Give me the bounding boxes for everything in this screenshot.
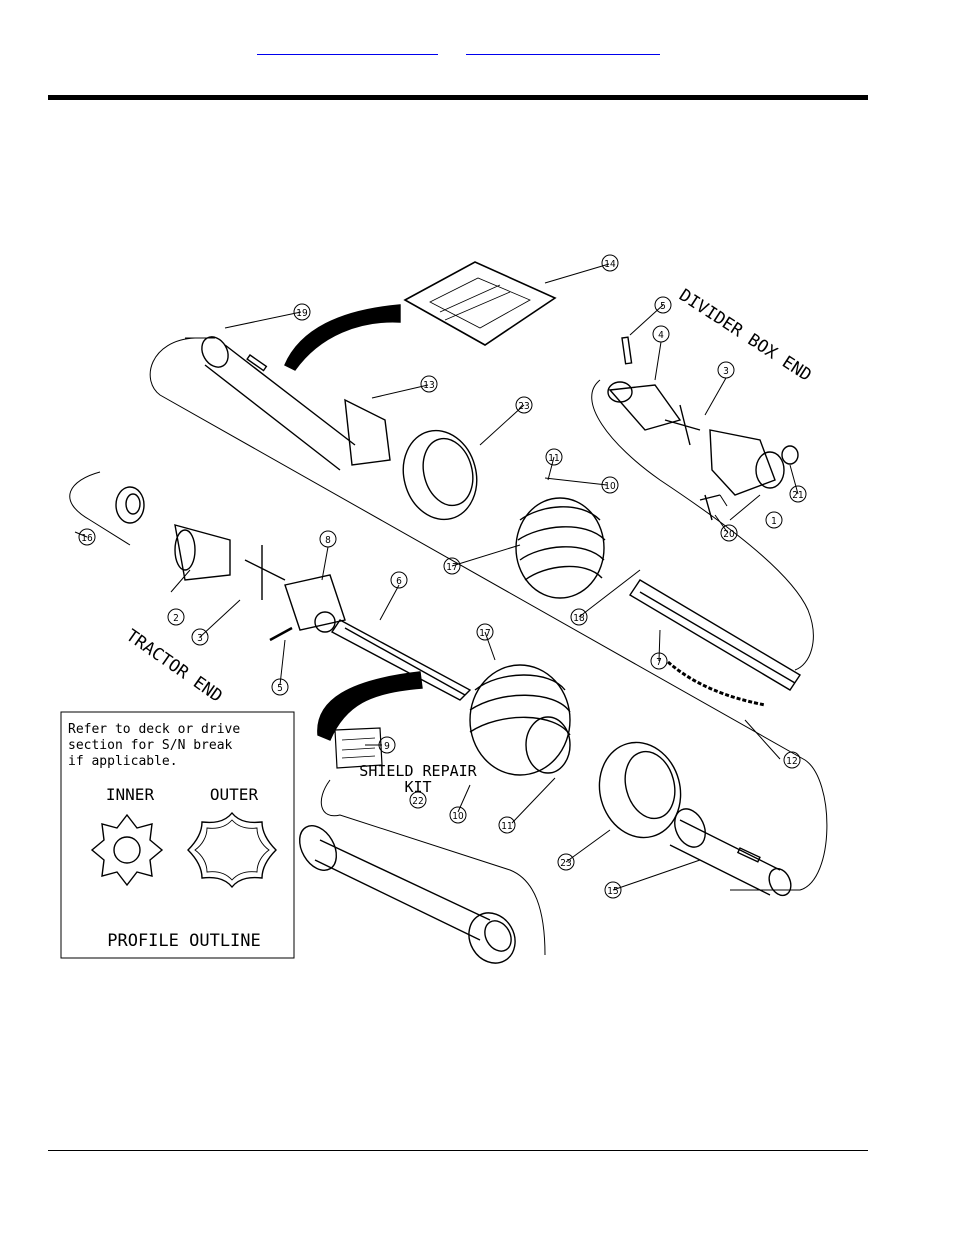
tractor-yoke-assembly — [115, 486, 346, 642]
inner-profile-tube — [629, 579, 801, 691]
inner-tube-tractor — [330, 619, 472, 701]
callout-10-upper: 10 — [604, 481, 616, 492]
bearing-ring-upper — [402, 429, 478, 521]
callout-23-lower: 23 — [560, 858, 571, 869]
profile-box — [60, 711, 295, 959]
nav-link-1[interactable] — [257, 40, 438, 55]
header-rule — [48, 95, 868, 100]
divider-yoke-assembly — [607, 336, 799, 521]
nav-link-2[interactable] — [466, 40, 660, 55]
profile-outline-label: PROFILE OUTLINE — [107, 931, 261, 951]
callout-numbers: 1 2 3 3 4 5 5 6 7 8 9 10 10 11 11 12 13 … — [81, 259, 803, 897]
callout-20: 20 — [723, 529, 735, 540]
callout-8: 8 — [325, 535, 331, 546]
callout-23-upper: 23 — [518, 401, 529, 412]
callout-5-tractor: 5 — [277, 683, 283, 694]
note-line-3: if applicable. — [68, 754, 178, 769]
callout-15: 15 — [607, 886, 618, 897]
tractor-end-label: TRACTOR END — [122, 626, 226, 707]
outer-profile-star — [187, 811, 277, 889]
callout-7: 7 — [656, 657, 662, 668]
safety-chain — [667, 660, 766, 707]
outer-profile-label: OUTER — [210, 785, 259, 804]
note-line-1: Refer to deck or drive — [68, 722, 240, 737]
callout-11-lower: 11 — [501, 821, 512, 832]
callout-18: 18 — [573, 613, 585, 624]
outline-loop-divider — [591, 379, 814, 671]
decal-arrow-upper — [284, 304, 401, 371]
callout-3-tractor: 3 — [197, 633, 203, 644]
callout-leaders — [74, 263, 799, 891]
callout-2: 2 — [173, 613, 179, 624]
footer-rule — [48, 1150, 868, 1151]
outline-loop-kit — [320, 779, 546, 956]
callout-17-upper: 17 — [446, 562, 457, 573]
divider-box-end-label: DIVIDER BOX END — [675, 285, 815, 385]
callout-1: 1 — [771, 516, 777, 527]
callout-17-lower: 17 — [479, 628, 490, 639]
shield-repair-kit-label-2: KIT — [404, 778, 431, 796]
outer-tube-divider — [669, 808, 792, 897]
note-line-2: section for S/N break — [68, 738, 233, 753]
callout-11-upper: 11 — [548, 453, 559, 464]
bellows-shield-upper — [515, 497, 606, 599]
callout-14: 14 — [604, 259, 616, 270]
warning-decal — [403, 261, 557, 346]
small-decal — [334, 727, 383, 769]
shield-repair-kit-label: SHIELD REPAIR — [359, 762, 477, 780]
callout-21: 21 — [792, 490, 803, 501]
callout-9: 9 — [384, 741, 390, 752]
callout-16: 16 — [81, 533, 93, 544]
callout-6: 6 — [396, 576, 402, 587]
callout-10-lower: 10 — [452, 811, 464, 822]
callout-12: 12 — [786, 756, 797, 767]
outer-tube — [201, 336, 391, 471]
callout-3-divider: 3 — [723, 366, 729, 377]
pto-driveline-exploded-diagram: 1 2 3 3 4 5 5 6 7 8 9 10 10 11 11 12 13 … — [60, 254, 828, 964]
shield-repair-kit — [298, 825, 516, 964]
inner-profile-star — [90, 813, 164, 887]
bellows-shield-lower — [469, 664, 571, 776]
callout-22: 22 — [412, 796, 423, 807]
callout-19: 19 — [296, 308, 308, 319]
callout-circles — [78, 254, 807, 899]
callout-5-divider: 5 — [660, 301, 666, 312]
bearing-ring-lower — [598, 741, 682, 839]
callout-13: 13 — [423, 380, 434, 391]
outline-loop-tractor — [69, 471, 131, 546]
callout-4: 4 — [658, 330, 664, 341]
outline-loop-top — [149, 337, 828, 891]
inner-profile-label: INNER — [106, 785, 155, 804]
decal-arrow-lower — [317, 671, 423, 741]
